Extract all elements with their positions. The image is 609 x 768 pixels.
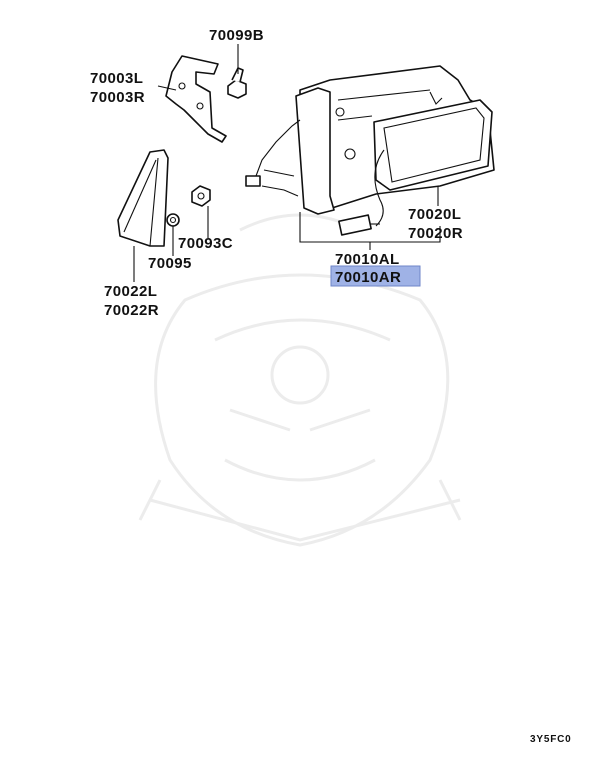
label-70099b: 70099B (209, 27, 264, 44)
diagram-code: 3Y5FC0 (530, 734, 572, 745)
clip-part (166, 213, 180, 227)
label-70022r: 70022R (104, 302, 159, 319)
mirror-assembly-part (245, 65, 495, 236)
leader-lines (133, 44, 441, 282)
label-70003r: 70003R (90, 89, 145, 106)
label-70093c: 70093C (178, 235, 233, 252)
label-70010al: 70010AL (335, 251, 400, 268)
highlight-box (330, 265, 421, 287)
label-70010ar[interactable]: 70010AR (335, 269, 401, 286)
label-70020l: 70020L (408, 206, 461, 223)
nut-part (191, 185, 211, 207)
mounting-plate-part (165, 55, 227, 143)
inner-cover-part (117, 149, 169, 247)
label-70020r: 70020R (408, 225, 463, 242)
label-70003l: 70003L (90, 70, 143, 87)
bolt-part (227, 67, 247, 99)
label-70095: 70095 (148, 255, 192, 272)
label-70022l: 70022L (104, 283, 157, 300)
